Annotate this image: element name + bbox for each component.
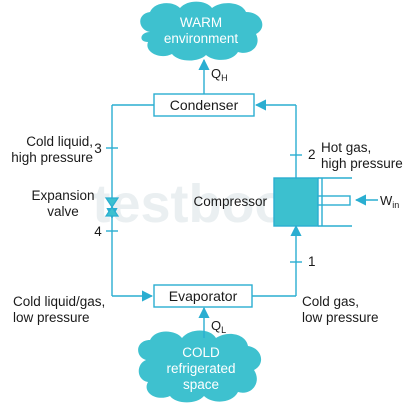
cold-label-line3: space xyxy=(183,377,219,392)
state-1-number: 1 xyxy=(308,254,316,269)
win-text: Win xyxy=(380,193,399,210)
qh-text: QH xyxy=(211,66,228,83)
evaporator-label: Evaporator xyxy=(169,288,238,304)
state-3-line2: high pressure xyxy=(11,150,93,165)
warm-environment-cloud: WARM environment xyxy=(140,1,263,61)
state-2-line2: high pressure xyxy=(321,156,403,171)
compressor-symbol xyxy=(273,177,352,227)
cold-label-line2: refrigerated xyxy=(166,361,235,376)
cold-label-line1: COLD xyxy=(182,345,220,360)
win-label: Win xyxy=(380,193,399,210)
expansion-label-line2: valve xyxy=(47,204,79,219)
cycle-loop xyxy=(106,58,378,338)
state-2-line1: Hot gas, xyxy=(321,140,371,155)
state-3-number: 3 xyxy=(94,141,102,156)
state-1-line2: low pressure xyxy=(302,310,379,325)
condenser-box: Condenser xyxy=(153,93,255,117)
compressor-label: Compressor xyxy=(193,194,267,209)
state-2-number: 2 xyxy=(308,147,316,162)
warm-label-line2: environment xyxy=(164,31,239,46)
state-4-line1: Cold liquid/gas, xyxy=(13,294,105,309)
state-3-line1: Cold liquid, xyxy=(26,134,93,149)
qh-label: QH xyxy=(211,66,228,83)
state-1-line1: Cold gas, xyxy=(302,294,359,309)
cold-refrigerated-space-cloud: COLD refrigerated space xyxy=(138,330,262,403)
expansion-valve-symbol xyxy=(104,197,120,217)
state-4-number: 4 xyxy=(94,224,102,239)
state-4-line2: low pressure xyxy=(13,310,90,325)
warm-label-line1: WARM xyxy=(180,15,222,30)
condenser-label: Condenser xyxy=(170,97,239,113)
expansion-label-line1: Expansion xyxy=(31,188,94,203)
ql-label: QL xyxy=(211,318,226,335)
evaporator-box: Evaporator xyxy=(153,284,253,308)
ql-text: QL xyxy=(211,318,226,335)
